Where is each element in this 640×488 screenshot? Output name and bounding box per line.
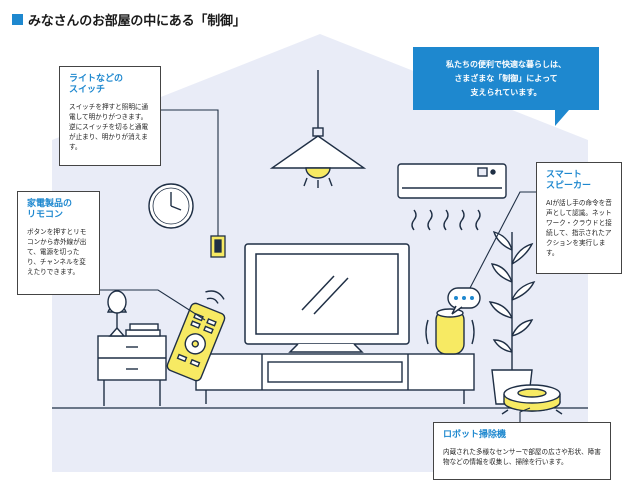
switch-leader-line [152,109,219,236]
page-title-text: みなさんのお部屋の中にある「制御」 [28,13,246,29]
callout-robot-body: 内蔵された多様なセンサーで部屋の広さや形状、障害物などの情報を収集し、掃除を行い… [443,448,601,466]
air-conditioner-icon [397,163,507,231]
robot-leader-line [519,407,531,422]
remote-control-icon [166,290,226,382]
callout-robot-heading: ロボット掃除機 [443,430,507,440]
page-title: みなさんのお部屋の中にある「制御」 [12,11,246,29]
speech-line-1: 私たちの便利で快適な暮らしは、 [446,60,566,69]
speech-line-3: 支えられています。 [470,88,542,97]
robot-vacuum-icon [501,384,563,415]
callout-speaker-heading: スマート スピーカー [546,170,592,191]
remote-leader-line [100,289,206,321]
table-lamp-icon [106,290,128,337]
callout-light-switch-heading: ライトなどの スイッチ [69,74,124,95]
callout-light-switch: ライトなどの スイッチ スイッチを押すと照明に通電して明かりがつきます。逆にスイ… [59,66,161,166]
side-table-icon [97,323,167,406]
title-square-icon [12,13,23,25]
callout-speaker-body: AIが話し手の命令を音声として認識。ネットワーク・クラウドと接続して、指示された… [546,199,612,257]
callout-remote-body: ボタンを押すとリモコンから赤外線が出て、電源を切ったり、チャンネルを変えたりでき… [27,228,87,276]
speech-bubble: 私たちの便利で快適な暮らしは、 さまざまな「制御」によって 支えられています。 [413,47,599,110]
callout-light-switch-body: スイッチを押すと照明に通電して明かりがつきます。逆にスイッチを切ると通電が止まり… [69,103,149,151]
speaker-chat-bubble-icon [447,287,481,315]
television-icon [244,243,410,353]
speech-line-2: さまざまな「制御」によって [454,74,558,83]
speech-bubble-tail [555,110,569,126]
callout-robot-vacuum: ロボット掃除機 内蔵された多様なセンサーで部屋の広さや形状、障害物などの情報を収… [433,422,611,480]
callout-remote: 家電製品の リモコン ボタンを押すとリモコンから赤外線が出て、電源を切ったり、チ… [17,191,100,295]
tv-stand-icon [195,353,475,404]
clock-icon [148,183,194,229]
callout-smart-speaker: スマート スピーカー AIが話し手の命令を音声として認識。ネットワーク・クラウド… [536,162,622,274]
ceiling-lamp-icon [269,70,367,188]
wall-switch-icon [210,235,226,258]
callout-remote-heading: 家電製品の リモコン [27,199,73,220]
